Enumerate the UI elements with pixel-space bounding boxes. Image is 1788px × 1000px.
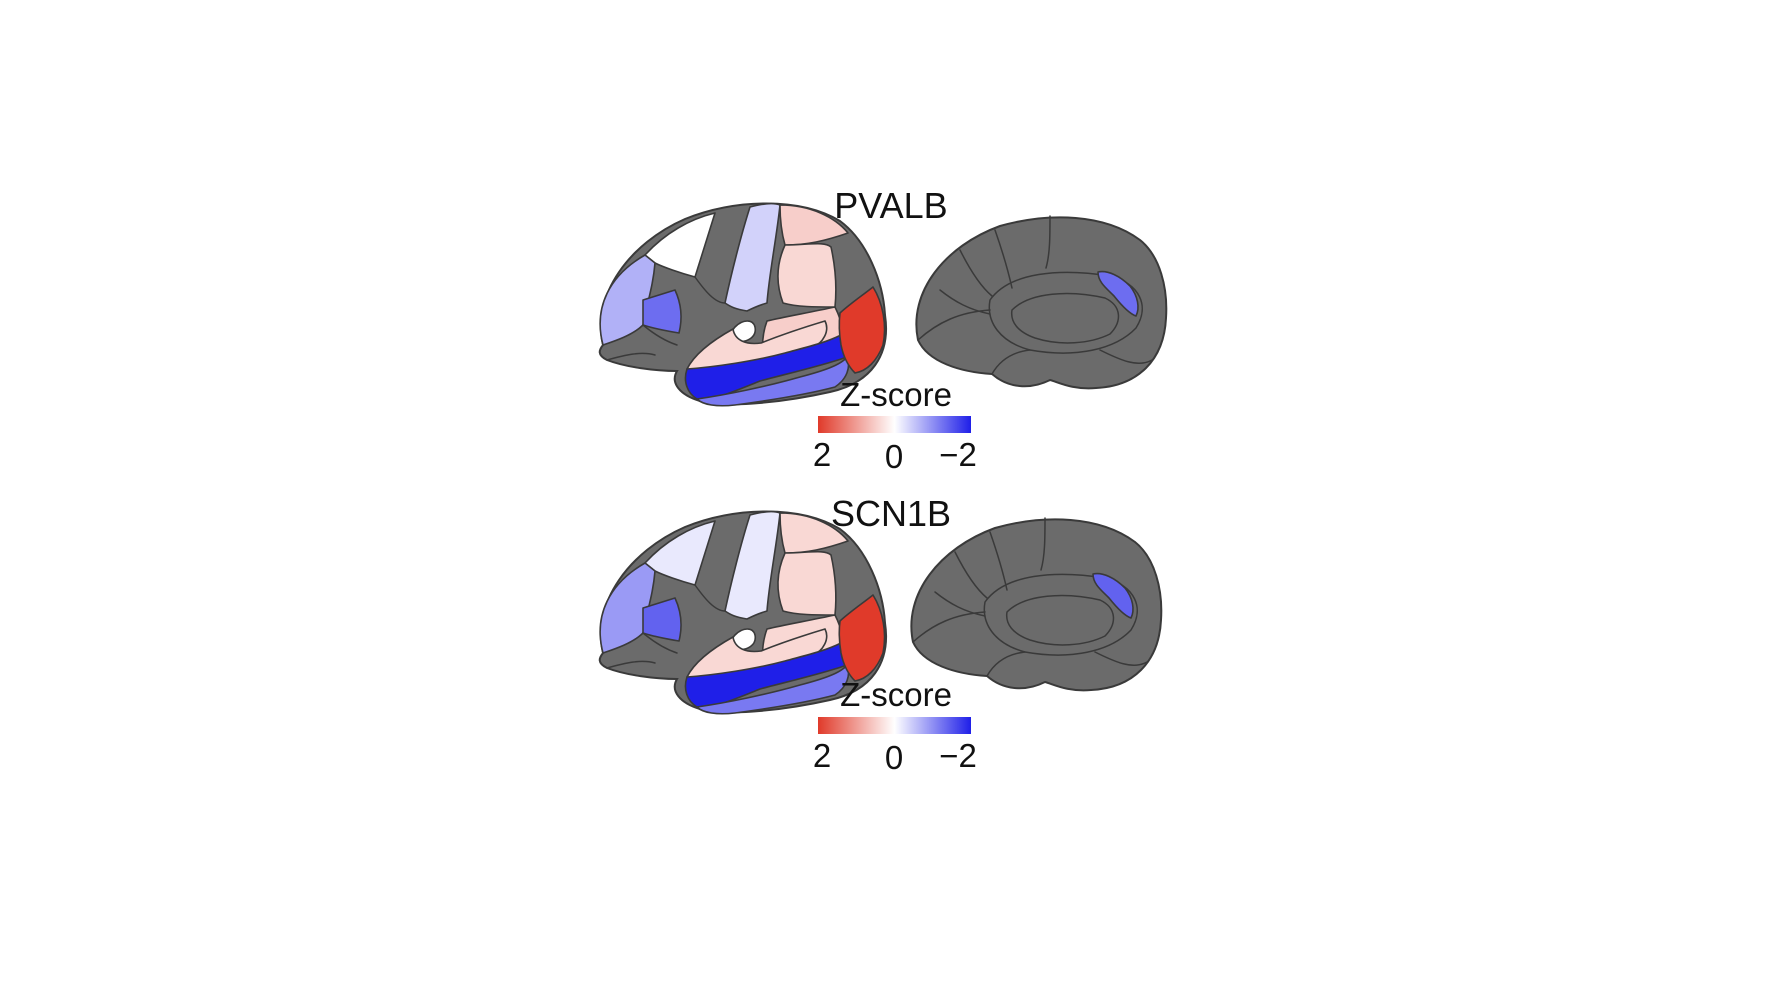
medial-outline [910,518,1163,692]
sulcus [917,309,991,341]
panel-title: PVALB [834,185,947,226]
sulcus [954,551,988,599]
region-pars-triangularis [642,597,682,642]
sulcus [934,591,986,617]
colorbar: Z-score 2 0 −2 [813,676,977,776]
region-lateral-occipital [838,594,886,682]
region-lateral-occipital [838,286,886,374]
colorbar: Z-score 2 0 −2 [813,376,977,475]
region-rostral-middle-frontal [599,562,656,654]
sulcus [912,611,986,643]
sulcus [991,349,1031,375]
lateral-brain [598,510,887,715]
medial-brain [910,517,1163,692]
sulcus [1045,215,1051,269]
panel-pvalb: PVALB [598,185,1168,475]
region-superior-parietal [779,204,849,246]
colorbar-gradient [818,717,971,734]
region-caudal-anterior-cingulate [1092,572,1134,619]
region-supramarginal [777,550,837,616]
sulcus [642,632,678,654]
sulcus [642,324,678,346]
sulcus [1005,594,1115,646]
panel-scn1b: SCN1B [598,493,1163,776]
sulcus [986,651,1026,677]
colorbar-title: Z-score [840,376,952,413]
sulcus [988,271,1143,354]
sulcus [959,249,993,297]
region-rostral-middle-frontal [599,254,656,346]
region-pars-triangularis [642,289,682,334]
sulcus [606,660,656,669]
panel-title: SCN1B [831,493,951,534]
sulcus [939,289,991,315]
sulcus [1099,349,1153,364]
colorbar-tick-low: −2 [939,737,977,774]
colorbar-tick-high: 2 [813,436,831,473]
sulcus [1010,292,1120,344]
colorbar-tick-zero: 0 [885,438,903,475]
medial-outline [915,216,1168,390]
sulcus [1040,517,1046,571]
region-supramarginal [777,242,837,308]
sulcus [694,276,726,304]
region-superior-frontal [644,520,716,586]
region-inferior-temporal [696,664,850,715]
sulcus [983,573,1138,656]
colorbar-tick-zero: 0 [885,739,903,776]
region-superior-parietal [779,512,849,554]
sulcus [1094,651,1148,666]
region-superior-frontal [644,212,716,278]
sulcus [606,352,656,361]
region-inferior-temporal [696,356,850,407]
lateral-brain [598,202,887,407]
colorbar-tick-high: 2 [813,737,831,774]
colorbar-tick-low: −2 [939,436,977,473]
sulcus [694,584,726,612]
colorbar-title: Z-score [840,676,952,713]
region-caudal-anterior-cingulate [1097,270,1139,317]
colorbar-gradient [818,416,971,433]
medial-brain [915,215,1168,390]
